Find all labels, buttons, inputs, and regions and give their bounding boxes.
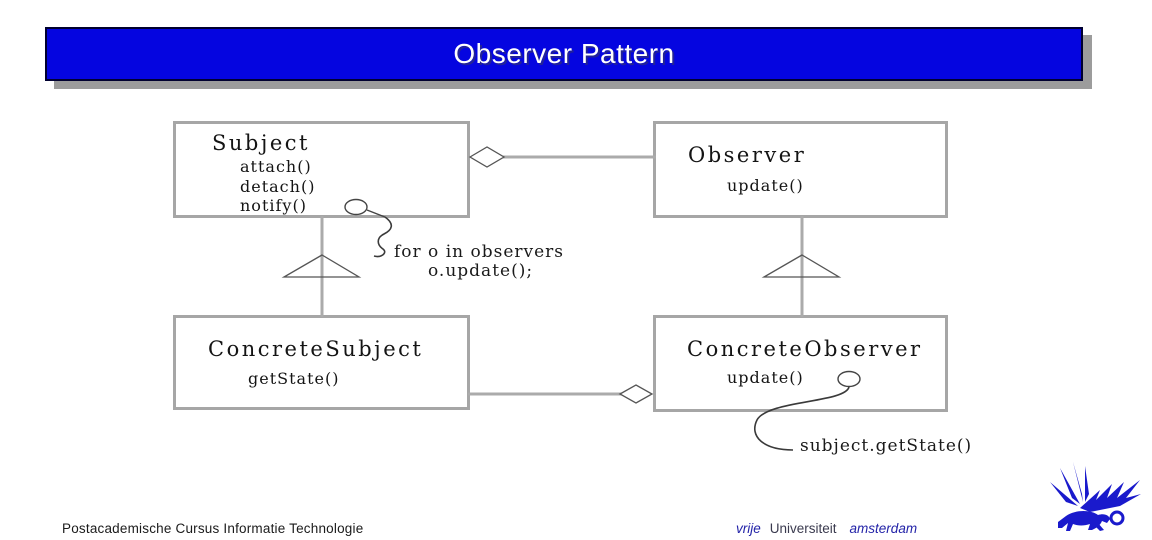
aggregation-diamond-bottom [618,384,654,404]
class-name-concrete-observer: ConcreteObserver [687,337,923,361]
note-loop-line1: for o in observers [394,242,565,262]
footer-amsterdam: amsterdam [849,521,918,536]
generalization-triangle-right [761,254,842,278]
griffin-tail-loop [1109,510,1125,526]
aggregation-diamond-top [468,146,506,168]
footer-vrije: vrije [736,521,761,536]
method-list-subject: attach() detach() notify() [240,157,315,216]
method-detach: detach() [240,176,316,196]
class-name-observer: Observer [688,143,807,167]
class-box-concrete-observer: ConcreteObserver update() [653,315,948,412]
generalization-triangle-left [281,254,362,278]
class-box-observer: Observer update() [653,121,948,218]
note-squiggle-left [373,216,393,258]
method-update: update() [727,176,804,195]
note-loop-line2: o.update(); [428,261,534,281]
method-list-concrete-subject: getState() [248,369,339,389]
vu-griffin-logo-icon [1050,462,1141,531]
footer-course-title: Postacademische Cursus Informatie Techno… [62,521,364,536]
class-box-subject: Subject attach() detach() notify() [173,121,470,218]
method-getstate: getState() [248,369,340,388]
note-getstate: subject.getState() [800,436,973,456]
method-update-concrete: update() [727,368,804,387]
method-notify: notify() [240,196,307,215]
class-name-subject: Subject [212,131,310,155]
method-list-observer: update() [727,176,804,196]
slide-title: Observer Pattern [453,38,675,69]
griffin-shape [1050,462,1141,531]
title-bar: Observer Pattern [45,27,1083,81]
method-list-concrete-observer: update() [727,368,804,388]
class-name-concrete-subject: ConcreteSubject [208,337,424,361]
footer-university-wordmark: vrije Universiteit amsterdam [736,521,917,536]
footer-universiteit: Universiteit [769,521,837,536]
class-box-concrete-subject: ConcreteSubject getState() [173,315,470,410]
method-attach: attach() [240,157,312,176]
